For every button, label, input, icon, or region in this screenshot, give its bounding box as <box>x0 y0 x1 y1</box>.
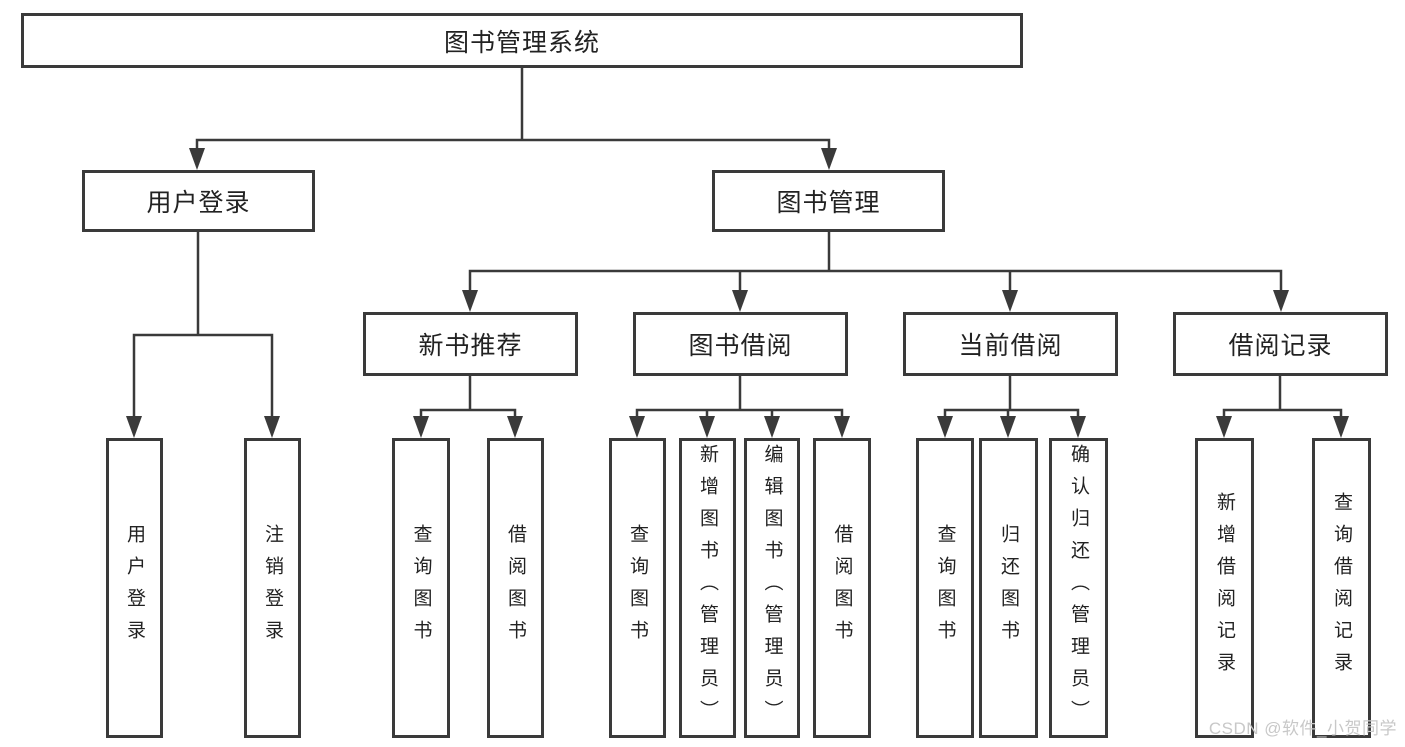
arrowhead-br-add <box>1216 416 1232 438</box>
node-leaf-borrowing-query-books-label: 查询图书 <box>627 524 648 652</box>
connector-current-to-leaves <box>937 376 1086 438</box>
node-new-book-recommend: 新书推荐 <box>363 312 578 376</box>
connector-root-to-level2 <box>189 68 837 170</box>
node-leaf-borrowing-borrow-books: 借阅图书 <box>813 438 871 738</box>
connector-book-mgmt-to-level3 <box>462 232 1289 312</box>
node-leaf-current-confirm-return-admin-label: 确认归还（管理员） <box>1068 444 1089 732</box>
arrowhead-rec-borrow <box>507 416 523 438</box>
connector-recommend-to-leaves <box>413 376 523 438</box>
csdn-watermark: CSDN @软件_小贺同学 <box>1208 719 1397 738</box>
arrowhead-cb-return <box>1000 416 1016 438</box>
node-user-login: 用户登录 <box>82 170 315 232</box>
arrowhead-new-book-rec <box>462 290 478 312</box>
node-user-login-label: 用户登录 <box>146 189 251 217</box>
node-leaf-recommend-borrow-books: 借阅图书 <box>487 438 544 738</box>
node-root-label: 图书管理系统 <box>443 28 600 57</box>
connector-borrowing-to-leaves <box>629 376 850 438</box>
node-leaf-borrowing-borrow-books-label: 借阅图书 <box>831 524 853 652</box>
node-current-borrowing-label: 当前借阅 <box>958 332 1063 360</box>
node-leaf-borrowing-query-books: 查询图书 <box>609 438 666 738</box>
node-leaf-recommend-borrow-books-label: 借阅图书 <box>505 524 526 652</box>
node-new-book-recommend-label: 新书推荐 <box>418 332 523 360</box>
node-leaf-current-query-books: 查询图书 <box>916 438 974 738</box>
connector-user-login-to-leaves <box>126 232 280 438</box>
arrowhead-borrow-records <box>1273 290 1289 312</box>
node-leaf-recommend-query-books-label: 查询图书 <box>410 524 432 652</box>
arrowhead-br-query <box>1333 416 1349 438</box>
arrowhead-current-borrow <box>1002 290 1018 312</box>
arrowhead-leaf-logout <box>264 416 280 438</box>
node-leaf-current-query-books-label: 查询图书 <box>934 524 956 652</box>
node-leaf-borrowing-edit-books-admin: 编辑图书（管理员） <box>744 438 800 738</box>
arrowhead-cb-confirm <box>1070 416 1086 438</box>
node-leaf-logout: 注销登录 <box>244 438 301 738</box>
arrowhead-user-login <box>189 148 205 170</box>
node-leaf-borrowing-edit-books-admin-label: 编辑图书（管理员） <box>761 444 783 732</box>
arrowhead-cb-query <box>937 416 953 438</box>
node-leaf-records-query-record: 查询借阅记录 <box>1312 438 1371 738</box>
node-leaf-borrowing-add-books-admin: 新增图书（管理员） <box>679 438 736 738</box>
node-leaf-borrowing-add-books-admin-label: 新增图书（管理员） <box>697 444 718 732</box>
node-borrowing-records: 借阅记录 <box>1173 312 1388 376</box>
node-leaf-user-login-label: 用户登录 <box>124 524 145 652</box>
node-book-borrowing-label: 图书借阅 <box>688 332 793 360</box>
arrowhead-bb-query <box>629 416 645 438</box>
arrowhead-bb-borrow <box>834 416 850 438</box>
node-current-borrowing: 当前借阅 <box>903 312 1118 376</box>
node-root-library-system: 图书管理系统 <box>21 13 1023 68</box>
node-book-management: 图书管理 <box>712 170 945 232</box>
connector-records-to-leaves <box>1216 376 1349 438</box>
arrowhead-book-mgmt <box>821 148 837 170</box>
arrowhead-bb-add <box>699 416 715 438</box>
arrowhead-rec-query <box>413 416 429 438</box>
node-leaf-recommend-query-books: 查询图书 <box>392 438 450 738</box>
node-leaf-records-add-record: 新增借阅记录 <box>1195 438 1254 738</box>
arrowhead-bb-edit <box>764 416 780 438</box>
arrowhead-leaf-login <box>126 416 142 438</box>
node-book-management-label: 图书管理 <box>776 189 881 217</box>
node-book-borrowing: 图书借阅 <box>633 312 848 376</box>
node-leaf-user-login: 用户登录 <box>106 438 163 738</box>
node-leaf-current-return-books: 归还图书 <box>979 438 1038 738</box>
node-leaf-records-query-record-label: 查询借阅记录 <box>1331 492 1352 684</box>
node-leaf-records-add-record-label: 新增借阅记录 <box>1214 492 1235 684</box>
node-leaf-logout-label: 注销登录 <box>262 524 283 652</box>
node-borrowing-records-label: 借阅记录 <box>1228 332 1333 360</box>
node-leaf-current-confirm-return-admin: 确认归还（管理员） <box>1049 438 1108 738</box>
arrowhead-book-borrow <box>732 290 748 312</box>
node-leaf-current-return-books-label: 归还图书 <box>998 524 1019 652</box>
